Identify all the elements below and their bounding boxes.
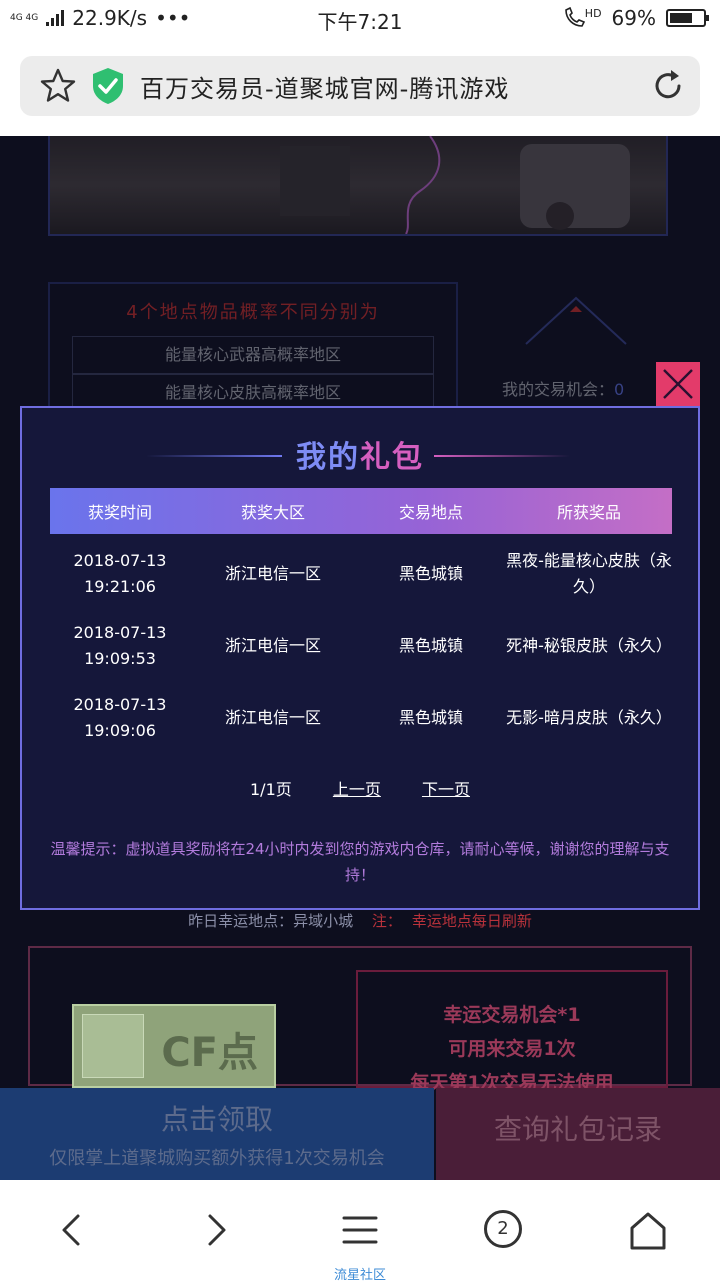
row-region: 浙江电信一区 xyxy=(224,636,321,655)
col-trade-place: 交易地点 xyxy=(398,503,463,522)
card-label-panel xyxy=(82,1014,144,1078)
tabs-count-button[interactable]: 2 xyxy=(484,1210,522,1248)
query-records-button[interactable]: 查询礼包记录 xyxy=(436,1088,720,1180)
triangle-decoration xyxy=(525,296,627,345)
row-time: 2018-07-13 19:21:06 xyxy=(73,551,167,596)
hd-label: HD xyxy=(584,6,602,20)
status-right: HD 69% xyxy=(563,6,709,30)
title-line-left xyxy=(146,455,282,457)
back-icon[interactable] xyxy=(42,1208,102,1252)
col-award-time: 获奖时间 xyxy=(87,503,152,522)
scene-image xyxy=(48,136,668,236)
table-row: 2018-07-13 19:21:06 浙江电信一区 黑色城镇 黑夜-能量核心皮… xyxy=(50,538,672,610)
home-icon[interactable] xyxy=(618,1208,678,1252)
network-indicator: 4G 4G xyxy=(10,12,39,23)
yesterday-label: 昨日幸运地点： xyxy=(188,912,294,930)
row-prize: 黑夜-能量核心皮肤（永久） xyxy=(506,551,672,596)
table-row: 2018-07-13 19:09:06 浙江电信一区 黑色城镇 无影-暗月皮肤（… xyxy=(50,682,672,754)
trade-chances: 我的交易机会：0 xyxy=(502,376,624,400)
scene-art xyxy=(280,136,630,234)
browser-bottom-nav: 2 xyxy=(0,1180,720,1280)
prev-page-link[interactable]: 上一页 xyxy=(332,780,381,799)
claim-button-label: 点击领取 xyxy=(160,1103,273,1136)
gift-table-header: 获奖时间 获奖大区 交易地点 所获奖品 xyxy=(50,488,672,534)
title-line-right xyxy=(434,455,570,457)
next-page-link[interactable]: 下一页 xyxy=(421,780,470,799)
claim-button-sub: 仅限掌上道聚城购买额外获得1次交易机会 xyxy=(49,1148,385,1169)
status-bar: 4G 4G 22.9K/s ••• 下午7:21 HD 69% xyxy=(0,0,720,36)
battery-percent: 69% xyxy=(611,6,656,30)
shield-check-icon xyxy=(93,68,123,104)
note-value: 幸运地点每日刷新 xyxy=(411,912,532,930)
modal-title-part2: 礼包 xyxy=(360,440,424,475)
signal-icon xyxy=(46,10,65,26)
modal-title-part1: 我的 xyxy=(296,440,360,475)
col-award-region: 获奖大区 xyxy=(240,503,305,522)
forward-icon[interactable] xyxy=(186,1208,246,1252)
reward-area xyxy=(28,946,692,1086)
network-speed: 22.9K/s xyxy=(72,6,148,30)
pagination: 1/1页 上一页 下一页 xyxy=(22,776,698,800)
row-prize: 死神-秘银皮肤（永久） xyxy=(506,636,672,655)
my-gift-modal: 我的礼包 获奖时间 获奖大区 交易地点 所获奖品 2018-07-13 19:2… xyxy=(20,406,700,910)
row-region: 浙江电信一区 xyxy=(224,564,321,583)
battery-icon xyxy=(666,9,709,27)
bottom-community-label[interactable]: 流星社区 xyxy=(333,1268,386,1283)
close-button[interactable] xyxy=(656,362,700,406)
col-prize: 所获奖品 xyxy=(556,503,621,522)
page-indicator: 1/1页 xyxy=(250,780,292,799)
status-time: 下午7:21 xyxy=(317,10,403,34)
modal-title: 我的礼包 xyxy=(22,432,698,476)
battery-fill xyxy=(670,13,693,23)
address-bar[interactable]: 百万交易员-道聚城官网-腾讯游戏 xyxy=(20,56,700,116)
info-heading: 4个地点物品概率不同分别为 xyxy=(126,302,380,323)
warm-tip: 温馨提示：虚拟道具奖励将在24小时内发到您的游戏内仓库，请耐心等候，谢谢您的理解… xyxy=(50,840,670,884)
card-line: 幸运交易机会*1 xyxy=(443,1004,581,1026)
info-row: 能量核心武器高概率地区 xyxy=(72,336,434,374)
table-row: 2018-07-13 19:09:53 浙江电信一区 黑色城镇 死神-秘银皮肤（… xyxy=(50,610,672,682)
card-line: 可用来交易1次 xyxy=(448,1038,576,1060)
status-dots: ••• xyxy=(155,6,191,30)
claim-button[interactable]: 点击领取 仅限掌上道聚城购买额外获得1次交易机会 xyxy=(0,1088,434,1180)
phone-hd-icon xyxy=(564,7,585,27)
row-time: 2018-07-13 19:09:06 xyxy=(73,695,167,740)
row-place: 黑色城镇 xyxy=(398,708,463,727)
close-icon xyxy=(663,369,693,399)
cf-points-text: CF点 xyxy=(161,1030,258,1076)
trade-chances-value: 0 xyxy=(614,380,625,399)
row-place: 黑色城镇 xyxy=(398,636,463,655)
row-region: 浙江电信一区 xyxy=(224,708,321,727)
yesterday-value: 异域小城 xyxy=(293,912,354,930)
status-left: 4G 4G 22.9K/s ••• xyxy=(10,6,190,30)
menu-icon[interactable] xyxy=(330,1208,390,1252)
row-prize: 无影-暗月皮肤（永久） xyxy=(506,708,672,727)
page-title: 百万交易员-道聚城官网-腾讯游戏 xyxy=(140,74,510,103)
refresh-icon[interactable] xyxy=(648,66,688,106)
lucky-chance-card: 幸运交易机会*1 可用来交易1次 每天第1次交易无法使用 xyxy=(356,970,668,1094)
row-place: 黑色城镇 xyxy=(398,564,463,583)
cf-points-card: CF点 xyxy=(72,1004,276,1088)
note-label: 注： xyxy=(371,912,402,930)
lucky-location-line: 昨日幸运地点：异域小城 注： 幸运地点每日刷新 xyxy=(0,910,720,931)
star-icon[interactable] xyxy=(38,66,78,106)
row-time: 2018-07-13 19:09:53 xyxy=(73,623,167,668)
trade-chances-label: 我的交易机会： xyxy=(502,380,615,399)
